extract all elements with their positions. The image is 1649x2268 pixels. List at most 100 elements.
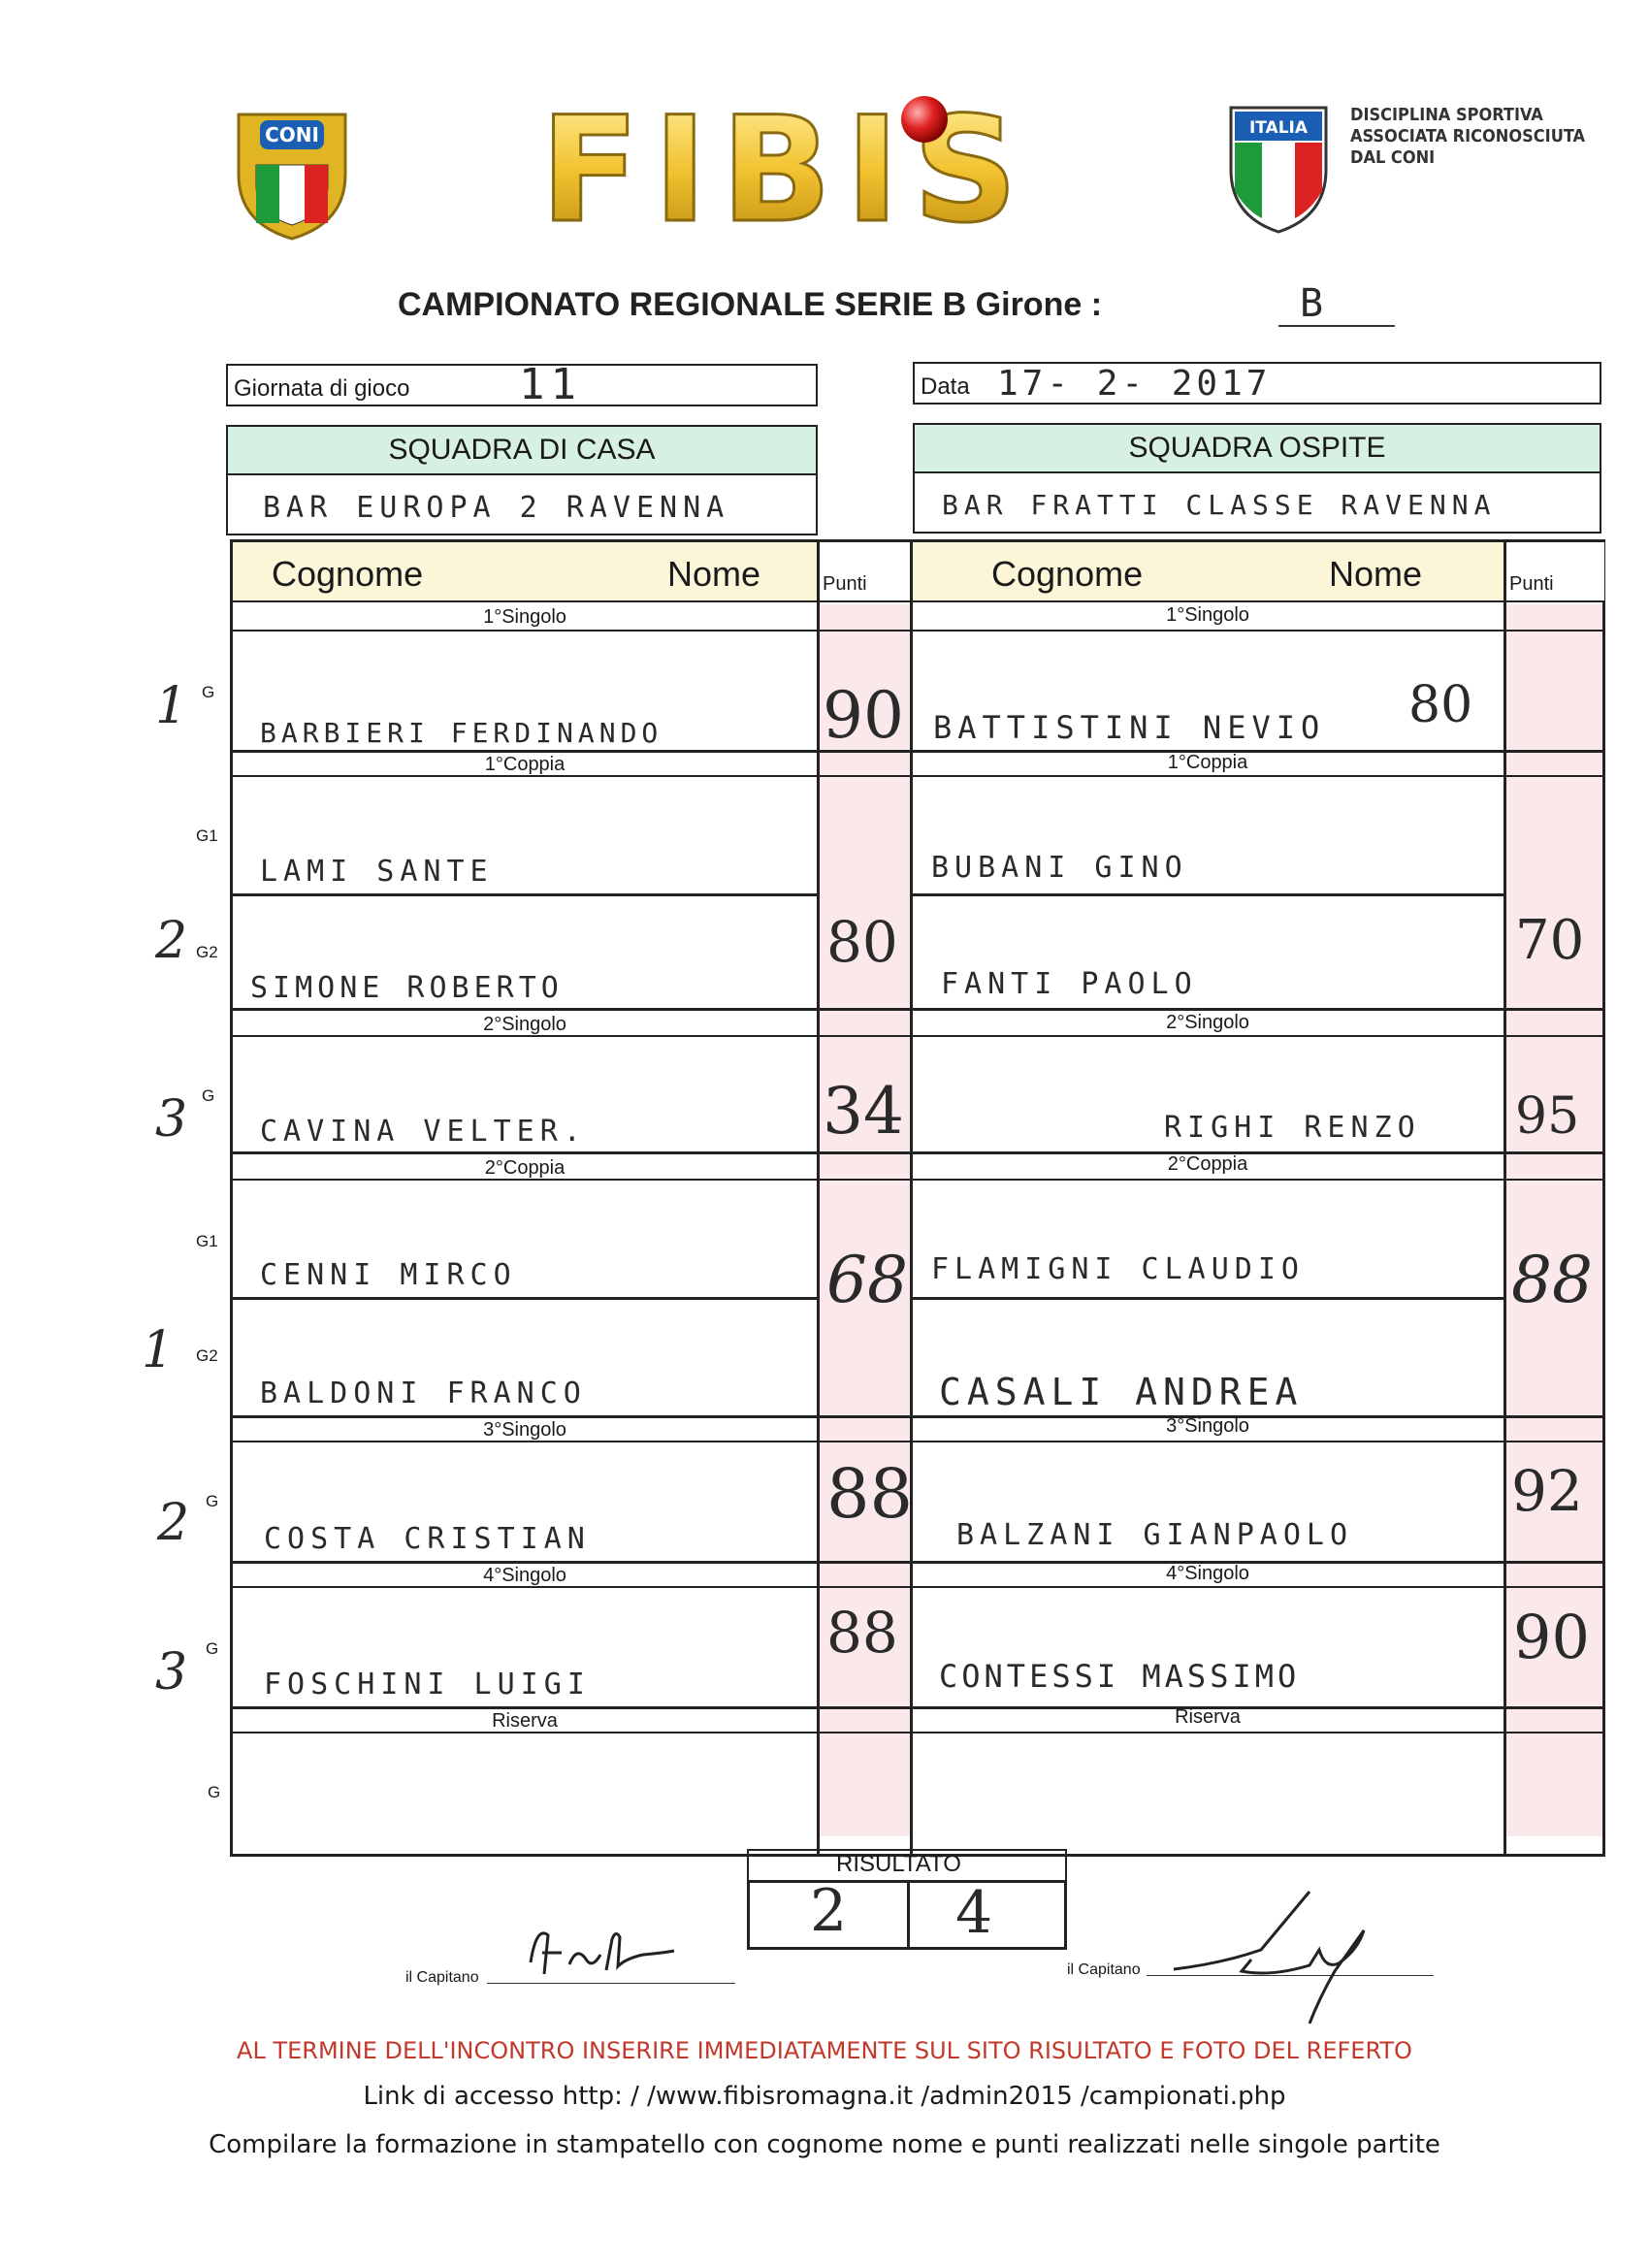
home-col-cognome: Cognome	[272, 554, 424, 594]
home-c2-player-1: CENNI MIRCO	[260, 1258, 517, 1292]
risultato-box: 2 4	[747, 1877, 1067, 1950]
away-section-c1: 1°Coppia	[1167, 752, 1248, 773]
row-mark-riserva: G	[208, 1783, 221, 1801]
page-title: CAMPIONATO REGIONALE SERIE B Girone :	[398, 286, 1103, 323]
footer-instructions: Compilare la formazione in stampatello c…	[209, 2130, 1440, 2159]
row-mark-s3: G	[206, 1492, 219, 1510]
away-section-s2: 2°Singolo	[1166, 1012, 1249, 1033]
svg-text:CONI: CONI	[265, 123, 319, 146]
coni-logo: CONI	[231, 107, 353, 243]
away-section-c2: 2°Coppia	[1167, 1153, 1248, 1175]
svg-text:ITALIA: ITALIA	[1249, 118, 1309, 138]
discipline-text: DISCIPLINA SPORTIVA ASSOCIATA RICONOSCIU…	[1350, 105, 1586, 168]
home-section-c1: 1°Coppia	[484, 754, 566, 775]
home-section-s1: 1°Singolo	[483, 606, 566, 628]
svg-text:FIBIS: FIBIS	[540, 92, 1031, 238]
row-mark-c1-g2: G2	[196, 943, 218, 961]
home-c1-points: 80	[826, 909, 898, 975]
row-mark-s2: G	[202, 1086, 215, 1105]
away-c1-player-2: FANTI PAOLO	[941, 967, 1198, 1001]
home-s1-points: 90	[823, 678, 904, 753]
away-c1-points: 70	[1515, 909, 1585, 972]
away-col-nome: Nome	[1329, 554, 1423, 594]
home-section-c2: 2°Coppia	[484, 1157, 566, 1179]
home-section-s3: 3°Singolo	[483, 1419, 566, 1441]
away-c1-player-1: BUBANI GINO	[931, 851, 1188, 885]
away-captain-line	[1147, 1975, 1434, 1976]
away-c2-points: 88	[1511, 1243, 1593, 1317]
away-col-cognome: Cognome	[991, 554, 1144, 594]
home-section-s2: 2°Singolo	[483, 1014, 566, 1035]
match-number-3: 3	[155, 1090, 188, 1149]
away-s1-points: 80	[1408, 676, 1473, 734]
away-column-header: Cognome Nome	[912, 542, 1505, 602]
away-section-s1: 1°Singolo	[1166, 604, 1249, 626]
away-captain-signature	[1164, 1882, 1397, 2032]
away-section-s4: 4°Singolo	[1166, 1563, 1249, 1584]
home-c2-player-2: BALDONI FRANCO	[260, 1377, 587, 1410]
away-s1-player: BATTISTINI NEVIO	[933, 709, 1326, 746]
data-label: Data	[921, 373, 970, 400]
risultato-away: 4	[955, 1879, 993, 1947]
data-value: 17- 2- 2017	[997, 364, 1272, 404]
away-col-punti: Punti	[1509, 573, 1554, 595]
home-c2-points: 68	[826, 1243, 908, 1317]
row-mark-c2-g1: G1	[196, 1232, 218, 1250]
away-team-name: BAR FRATTI CLASSE RAVENNA	[942, 489, 1497, 521]
away-col-punti-cell: Punti	[1505, 542, 1604, 602]
away-captain-label: il Capitano	[1067, 1961, 1141, 1978]
away-section-s3: 3°Singolo	[1166, 1415, 1249, 1437]
giornata-field: Giornata di gioco 11	[226, 360, 818, 409]
home-team-header: SQUADRA DI CASA	[226, 425, 818, 475]
home-col-punti-cell: Punti	[819, 542, 912, 602]
row-mark-c2-g2: G2	[196, 1346, 218, 1365]
match-number-5: 2	[157, 1494, 190, 1552]
away-section-riserva: Riserva	[1175, 1706, 1241, 1728]
home-c1-player-1: LAMI SANTE	[260, 855, 494, 889]
home-s3-points: 88	[826, 1454, 914, 1534]
row-mark-s1: G	[202, 683, 215, 701]
home-s4-player: FOSCHINI LUIGI	[264, 1668, 591, 1701]
data-field: Data 17- 2- 2017	[913, 362, 1601, 405]
home-captain-signature	[519, 1916, 694, 1989]
home-team-name: BAR EUROPA 2 RAVENNA	[263, 491, 730, 525]
home-section-riserva: Riserva	[492, 1710, 558, 1732]
giornata-label: Giornata di gioco	[234, 375, 410, 402]
score-table: Cognome Nome Punti Cognome Nome Punti 1°…	[230, 539, 1605, 1857]
home-s1-player: BARBIERI FERDINANDO	[260, 717, 663, 749]
away-team-header: SQUADRA OSPITE	[913, 423, 1601, 473]
fibis-logo: FIBIS	[393, 85, 1179, 257]
row-mark-c1-g1: G1	[196, 826, 218, 845]
away-c2-player-2: CASALI ANDREA	[939, 1371, 1304, 1413]
risultato-home: 2	[810, 1877, 848, 1945]
home-column-header: Cognome Nome	[233, 542, 819, 602]
home-captain-label: il Capitano	[405, 1969, 479, 1986]
match-number-4: 1	[142, 1321, 175, 1379]
home-col-punti: Punti	[823, 573, 867, 595]
away-s2-points: 95	[1515, 1087, 1580, 1146]
risultato-label-box	[747, 1849, 1067, 1880]
away-s3-points: 92	[1511, 1458, 1583, 1524]
home-s4-points: 88	[826, 1600, 898, 1666]
away-s4-points: 90	[1513, 1602, 1590, 1672]
footer-link: Link di accesso http: / /www.fibisromagn…	[363, 2082, 1286, 2111]
match-number-2: 2	[155, 912, 188, 970]
match-number-1: 1	[155, 677, 188, 735]
match-number-6: 3	[155, 1643, 188, 1701]
risultato-label: RISULTATO	[836, 1851, 961, 1877]
footer-warning: AL TERMINE DELL'INCONTRO INSERIRE IMMEDI…	[237, 2037, 1412, 2064]
home-s2-player: CAVINA VELTER.	[260, 1115, 587, 1149]
home-col-nome: Nome	[667, 554, 761, 594]
home-section-s4: 4°Singolo	[483, 1565, 566, 1586]
away-s2-player: RIGHI RENZO	[1164, 1111, 1421, 1145]
home-c1-player-2: SIMONE ROBERTO	[250, 971, 564, 1005]
away-s3-player: BALZANI GIANPAOLO	[956, 1518, 1354, 1552]
giornata-value: 11	[519, 360, 582, 409]
italia-logo: ITALIA	[1225, 102, 1332, 236]
girone-underline	[1278, 325, 1395, 327]
away-c2-player-1: FLAMIGNI CLAUDIO	[931, 1252, 1305, 1286]
home-captain-line	[487, 1983, 735, 1984]
home-s3-player: COSTA CRISTIAN	[264, 1522, 591, 1556]
home-s2-points: 34	[823, 1074, 904, 1149]
away-team-name-box: BAR FRATTI CLASSE RAVENNA	[913, 473, 1601, 534]
